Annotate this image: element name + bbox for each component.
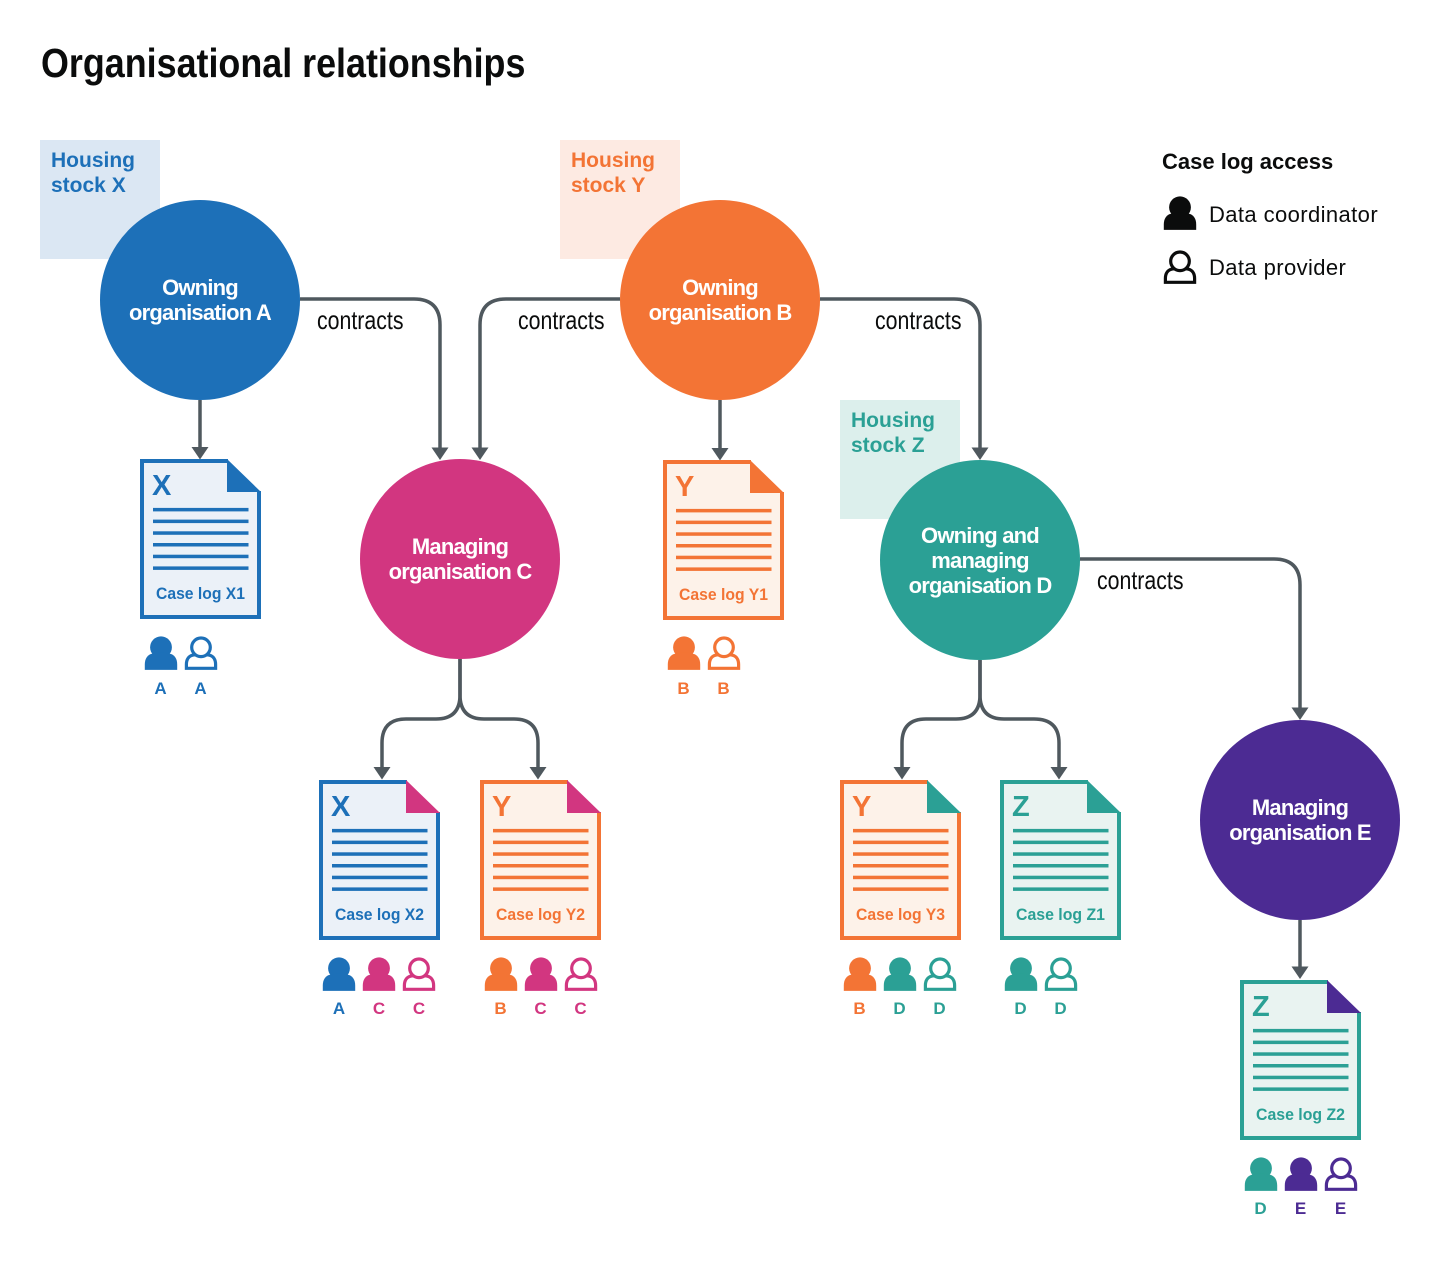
svg-text:Case log X2: Case log X2 <box>335 905 424 924</box>
svg-text:Case log Z2: Case log Z2 <box>1256 1105 1345 1124</box>
svg-text:Y: Y <box>492 791 511 823</box>
svg-text:Case log Y2: Case log Y2 <box>496 905 585 924</box>
svg-text:Z: Z <box>1012 791 1030 823</box>
svg-text:Z: Z <box>1252 991 1270 1023</box>
svg-text:Case log Y1: Case log Y1 <box>679 585 768 604</box>
svg-text:Y: Y <box>852 791 871 823</box>
svg-text:Case log Z1: Case log Z1 <box>1016 905 1105 924</box>
svg-text:Case log Y3: Case log Y3 <box>856 905 945 924</box>
svg-text:X: X <box>152 470 172 502</box>
svg-text:Y: Y <box>675 471 694 503</box>
svg-text:Case log X1: Case log X1 <box>156 584 245 603</box>
svg-text:X: X <box>331 791 351 823</box>
